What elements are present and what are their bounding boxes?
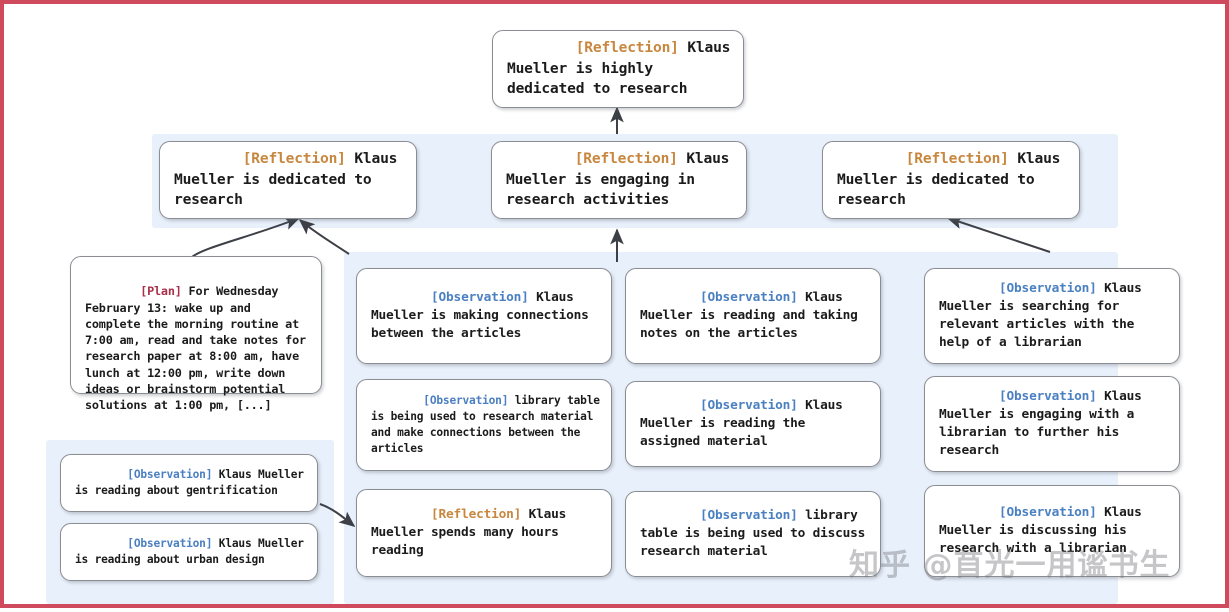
tag-reflection: [Reflection]	[242, 149, 346, 167]
node-col3-observation-1[interactable]: [Observation] Klaus Mueller is searching…	[924, 268, 1180, 364]
node-body: Klaus Mueller is engaging in research ac…	[506, 149, 738, 209]
tag-observation: [Observation]	[127, 536, 213, 550]
node-reflection-right[interactable]: [Reflection] Klaus Mueller is dedicated …	[822, 141, 1080, 219]
node-body: Klaus Mueller is making connections betw…	[371, 289, 597, 342]
tag-observation: [Observation]	[700, 507, 798, 523]
node-text: [Observation] Klaus Mueller is reading t…	[640, 379, 869, 470]
node-col1-observation-2[interactable]: [Observation] library table is being use…	[356, 379, 612, 471]
tag-observation: [Observation]	[700, 289, 798, 305]
node-text: [Observation] Klaus Mueller is searching…	[939, 262, 1168, 371]
tag-observation: [Observation]	[999, 388, 1097, 404]
node-body: library table is being used to research …	[371, 393, 607, 456]
tag-observation: [Observation]	[423, 393, 509, 407]
node-body: Klaus Mueller is dedicated to research	[174, 149, 406, 209]
node-col3-observation-2[interactable]: [Observation] Klaus Mueller is engaging …	[924, 376, 1180, 472]
node-body: Klaus Mueller spends many hours reading	[371, 506, 574, 559]
tag-reflection: [Reflection]	[431, 506, 522, 522]
node-text: [Observation] Klaus Mueller is discussin…	[939, 486, 1168, 577]
node-text: [Observation] Klaus Mueller is reading a…	[75, 451, 306, 516]
node-bottomleft-observation-2[interactable]: [Observation] Klaus Mueller is reading a…	[60, 523, 318, 581]
node-text: [Reflection] Klaus Mueller is highly ded…	[507, 17, 732, 121]
node-text: [Observation] library table is being use…	[640, 489, 869, 580]
tag-reflection: [Reflection]	[575, 38, 679, 56]
node-body: library table is being used to discuss r…	[640, 507, 873, 560]
diagram-canvas: [Reflection] Klaus Mueller is highly ded…	[4, 4, 1225, 604]
node-text: [Plan] For Wednesday February 13: wake u…	[85, 267, 310, 430]
node-text: [Observation] library table is being use…	[371, 376, 600, 473]
tag-observation: [Observation]	[431, 289, 529, 305]
node-reflection-center[interactable]: [Reflection] Klaus Mueller is engaging i…	[491, 141, 747, 219]
node-text: [Reflection] Klaus Mueller is engaging i…	[506, 128, 735, 232]
tag-reflection: [Reflection]	[905, 149, 1009, 167]
node-col3-observation-3[interactable]: [Observation] Klaus Mueller is discussin…	[924, 485, 1180, 577]
node-text: [Observation] Klaus Mueller is reading a…	[640, 271, 869, 362]
node-text: [Reflection] Klaus Mueller is dedicated …	[837, 128, 1068, 232]
node-col1-reflection[interactable]: [Reflection] Klaus Mueller spends many h…	[356, 489, 612, 577]
node-text: [Observation] Klaus Mueller is making co…	[371, 271, 600, 362]
node-body: For Wednesday February 13: wake up and c…	[85, 284, 313, 413]
node-body: Klaus Mueller is highly dedicated to res…	[507, 38, 739, 98]
node-body: Klaus Mueller is reading about gentrific…	[75, 467, 311, 497]
node-body: Klaus Mueller is reading the assigned ma…	[640, 397, 851, 450]
node-body: Klaus Mueller is engaging with a librari…	[939, 388, 1150, 459]
node-reflection-left[interactable]: [Reflection] Klaus Mueller is dedicated …	[159, 141, 417, 219]
node-body: Klaus Mueller is reading and taking note…	[640, 289, 866, 342]
node-body: Klaus Mueller is searching for relevant …	[939, 280, 1150, 351]
node-text: [Reflection] Klaus Mueller is dedicated …	[174, 128, 405, 232]
node-col2-observation-3[interactable]: [Observation] library table is being use…	[625, 491, 881, 577]
tag-observation: [Observation]	[999, 280, 1097, 296]
node-col2-observation-2[interactable]: [Observation] Klaus Mueller is reading t…	[625, 381, 881, 467]
node-body: Klaus Mueller is dedicated to research	[837, 149, 1069, 209]
node-col1-observation-1[interactable]: [Observation] Klaus Mueller is making co…	[356, 268, 612, 364]
node-plan[interactable]: [Plan] For Wednesday February 13: wake u…	[70, 256, 322, 412]
tag-observation: [Observation]	[700, 397, 798, 413]
node-text: [Observation] Klaus Mueller is engaging …	[939, 370, 1168, 479]
tag-plan: [Plan]	[140, 284, 182, 299]
watermark: 知乎 @苜光一用谧书生	[849, 548, 1171, 583]
node-root-reflection[interactable]: [Reflection] Klaus Mueller is highly ded…	[492, 30, 744, 108]
tag-reflection: [Reflection]	[574, 149, 678, 167]
tag-observation: [Observation]	[999, 504, 1097, 520]
node-body: Klaus Mueller is reading about urban des…	[75, 536, 311, 566]
node-bottomleft-observation-1[interactable]: [Observation] Klaus Mueller is reading a…	[60, 454, 318, 512]
node-text: [Observation] Klaus Mueller is reading a…	[75, 520, 306, 585]
node-text: [Reflection] Klaus Mueller spends many h…	[371, 488, 600, 579]
tag-observation: [Observation]	[127, 467, 213, 481]
node-col2-observation-1[interactable]: [Observation] Klaus Mueller is reading a…	[625, 268, 881, 364]
node-body: Klaus Mueller is discussing his research…	[939, 504, 1150, 557]
